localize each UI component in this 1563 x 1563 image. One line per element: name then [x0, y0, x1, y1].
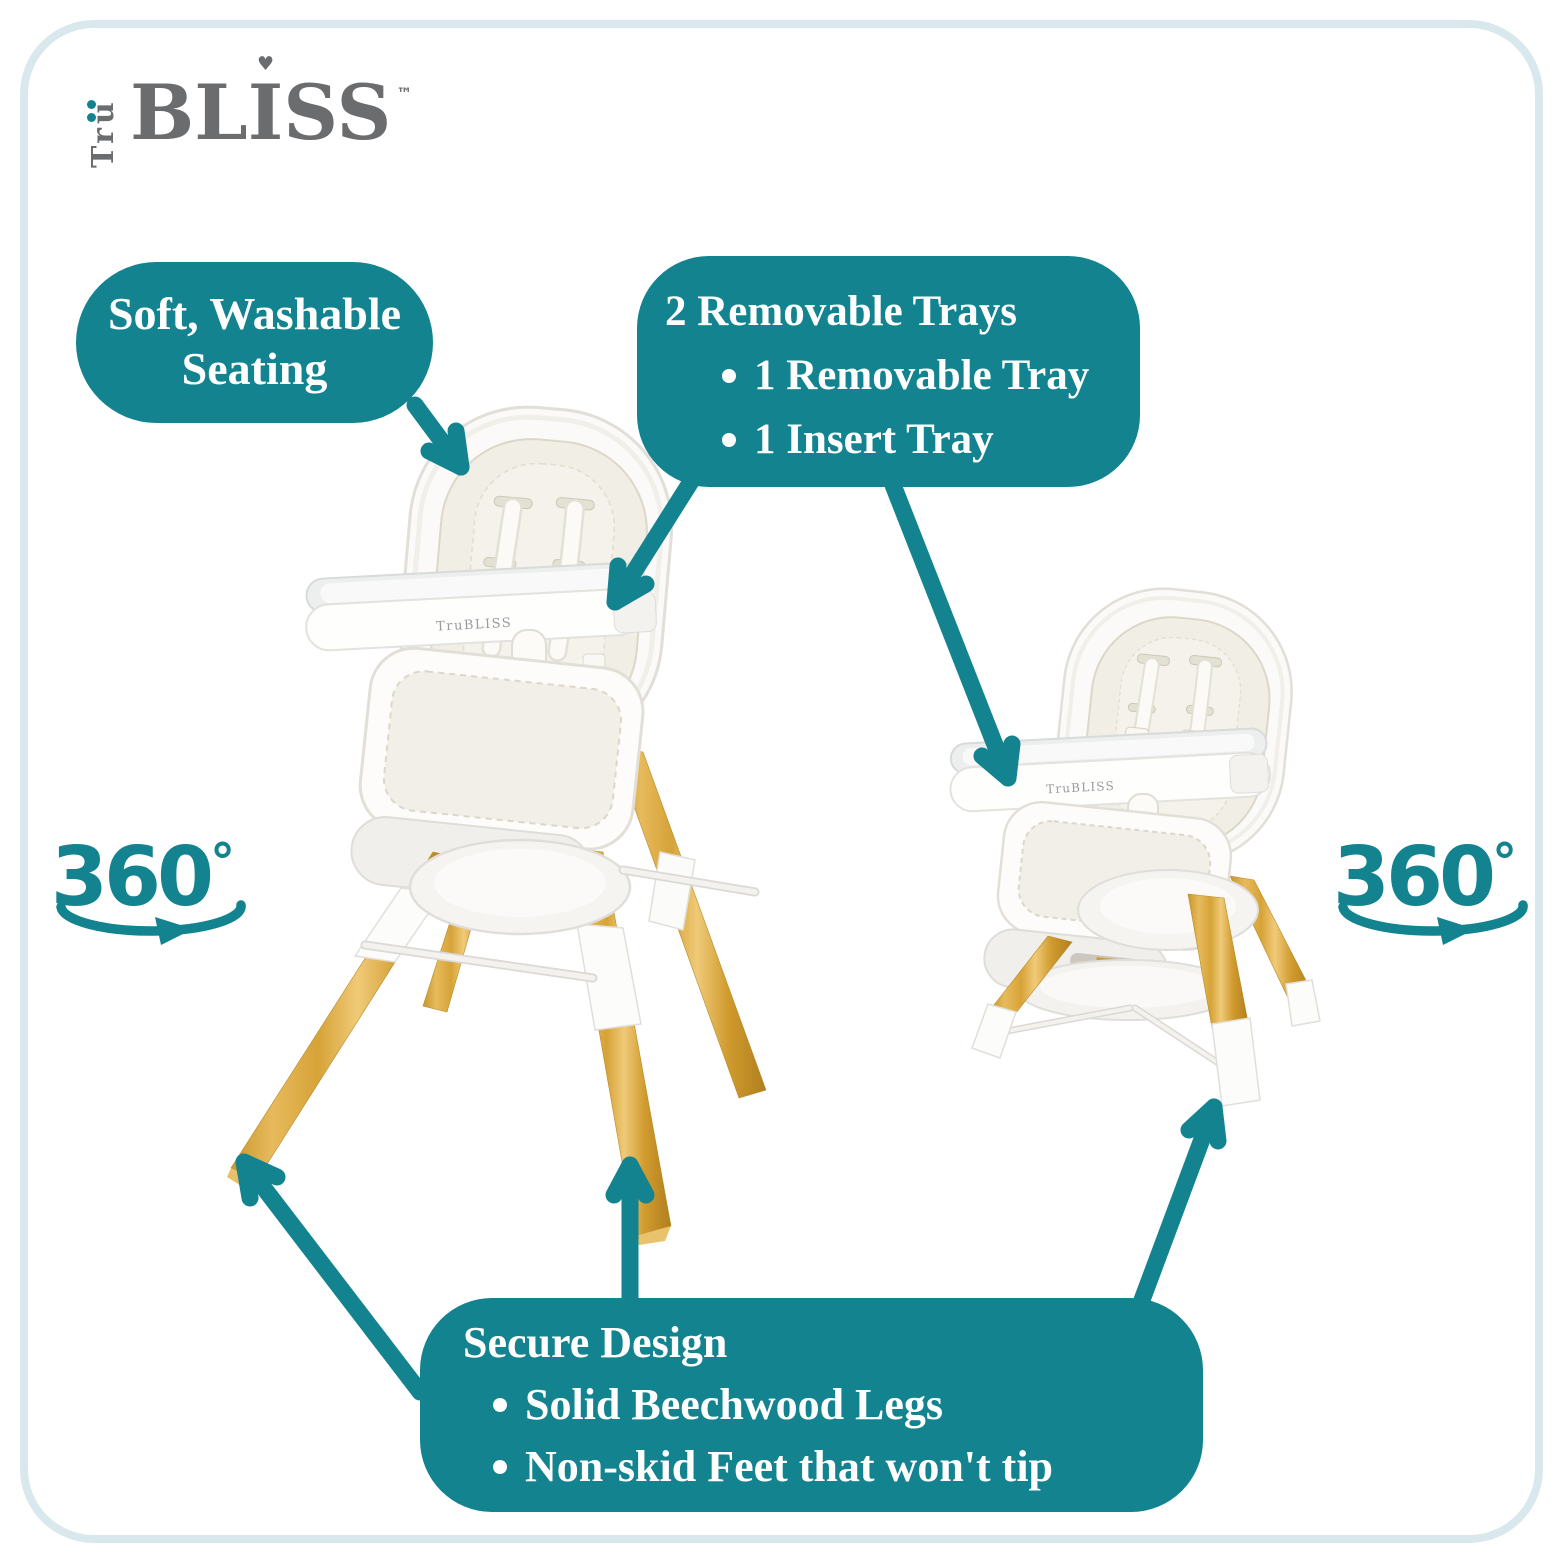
bullet-dot — [722, 433, 736, 447]
callout-seating-line2: Seating — [181, 343, 328, 394]
logo-i: I — [247, 68, 284, 157]
callout-secure-bullet-1: Solid Beechwood Legs — [493, 1374, 1203, 1436]
front-right-leg-small — [1187, 893, 1261, 1107]
page-border-frame — [20, 20, 1543, 1543]
logo-ss: SS — [283, 68, 392, 157]
tray-logo-text: TruBLISS — [436, 616, 513, 635]
rotation-arrowhead — [155, 917, 193, 945]
umlaut-dot-icon — [87, 113, 96, 122]
tray-logo-text-small: TruBLISS — [1046, 779, 1115, 797]
highchair-photo-large: TruBLISS — [227, 405, 767, 1245]
rotation-value: 360° — [55, 833, 231, 925]
footrest-panel — [358, 646, 645, 851]
heart-icon: ♥ — [256, 53, 274, 75]
swivel-base — [408, 838, 632, 936]
rotation-360-badge-right: 360° — [1337, 833, 1528, 945]
callout-trays-bullet-2: 1 Insert Tray — [722, 408, 1140, 472]
feeding-tray-small: TruBLISS — [949, 727, 1272, 813]
logo-i-with-heart: I♥ — [247, 53, 284, 157]
bullet-label: Non-skid Feet that won't tip — [525, 1442, 1054, 1491]
front-left-leg-small — [971, 935, 1073, 1059]
bullet-dot — [493, 1460, 507, 1474]
callout-seating-line1: Soft, Washable — [107, 288, 402, 339]
rotation-arrowhead — [1437, 917, 1475, 945]
callout-secure-bullet-2: Non-skid Feet that won't tip — [493, 1436, 1203, 1498]
logo-vertical-tru: Tru — [86, 84, 126, 168]
bullet-dot — [722, 369, 736, 383]
logo-bl: BL — [130, 68, 248, 157]
foot-plate-small — [1017, 959, 1239, 1021]
logo-vertical-text: Tru — [86, 98, 121, 168]
trademark-symbol: ™ — [396, 84, 413, 103]
rear-right-leg-sleeve — [648, 851, 696, 931]
rear-right-foot-cap — [1285, 979, 1321, 1027]
callout-trays-bullet-1: 1 Removable Tray — [722, 344, 1140, 408]
leg-crossbars — [360, 865, 760, 983]
bullet-label: Solid Beechwood Legs — [525, 1380, 944, 1429]
rotation-arc — [56, 900, 246, 936]
rotation-360-badge-left: 360° — [55, 833, 246, 945]
callout-secure-design: Secure Design Solid Beechwood Legs Non-s… — [420, 1298, 1203, 1512]
callout-secure-heading: Secure Design — [463, 1318, 728, 1367]
rotation-value: 360° — [1337, 833, 1513, 925]
umlaut-dot-icon — [87, 100, 96, 109]
callout-trays-heading: 2 Removable Trays — [665, 288, 1017, 335]
bullet-label: 1 Removable Tray — [754, 352, 1090, 399]
callout-soft-washable-seating: Soft, Washable Seating — [76, 262, 433, 423]
feeding-tray: TruBLISS — [305, 561, 657, 652]
front-right-leg — [566, 847, 672, 1245]
highchair-photo-small: TruBLISS — [949, 587, 1321, 1107]
bullet-dot — [493, 1398, 507, 1412]
callout-removable-trays: 2 Removable Trays 1 Removable Tray 1 Ins… — [637, 256, 1140, 487]
rotation-arc — [1338, 900, 1528, 936]
bullet-label: 1 Insert Tray — [754, 416, 994, 463]
